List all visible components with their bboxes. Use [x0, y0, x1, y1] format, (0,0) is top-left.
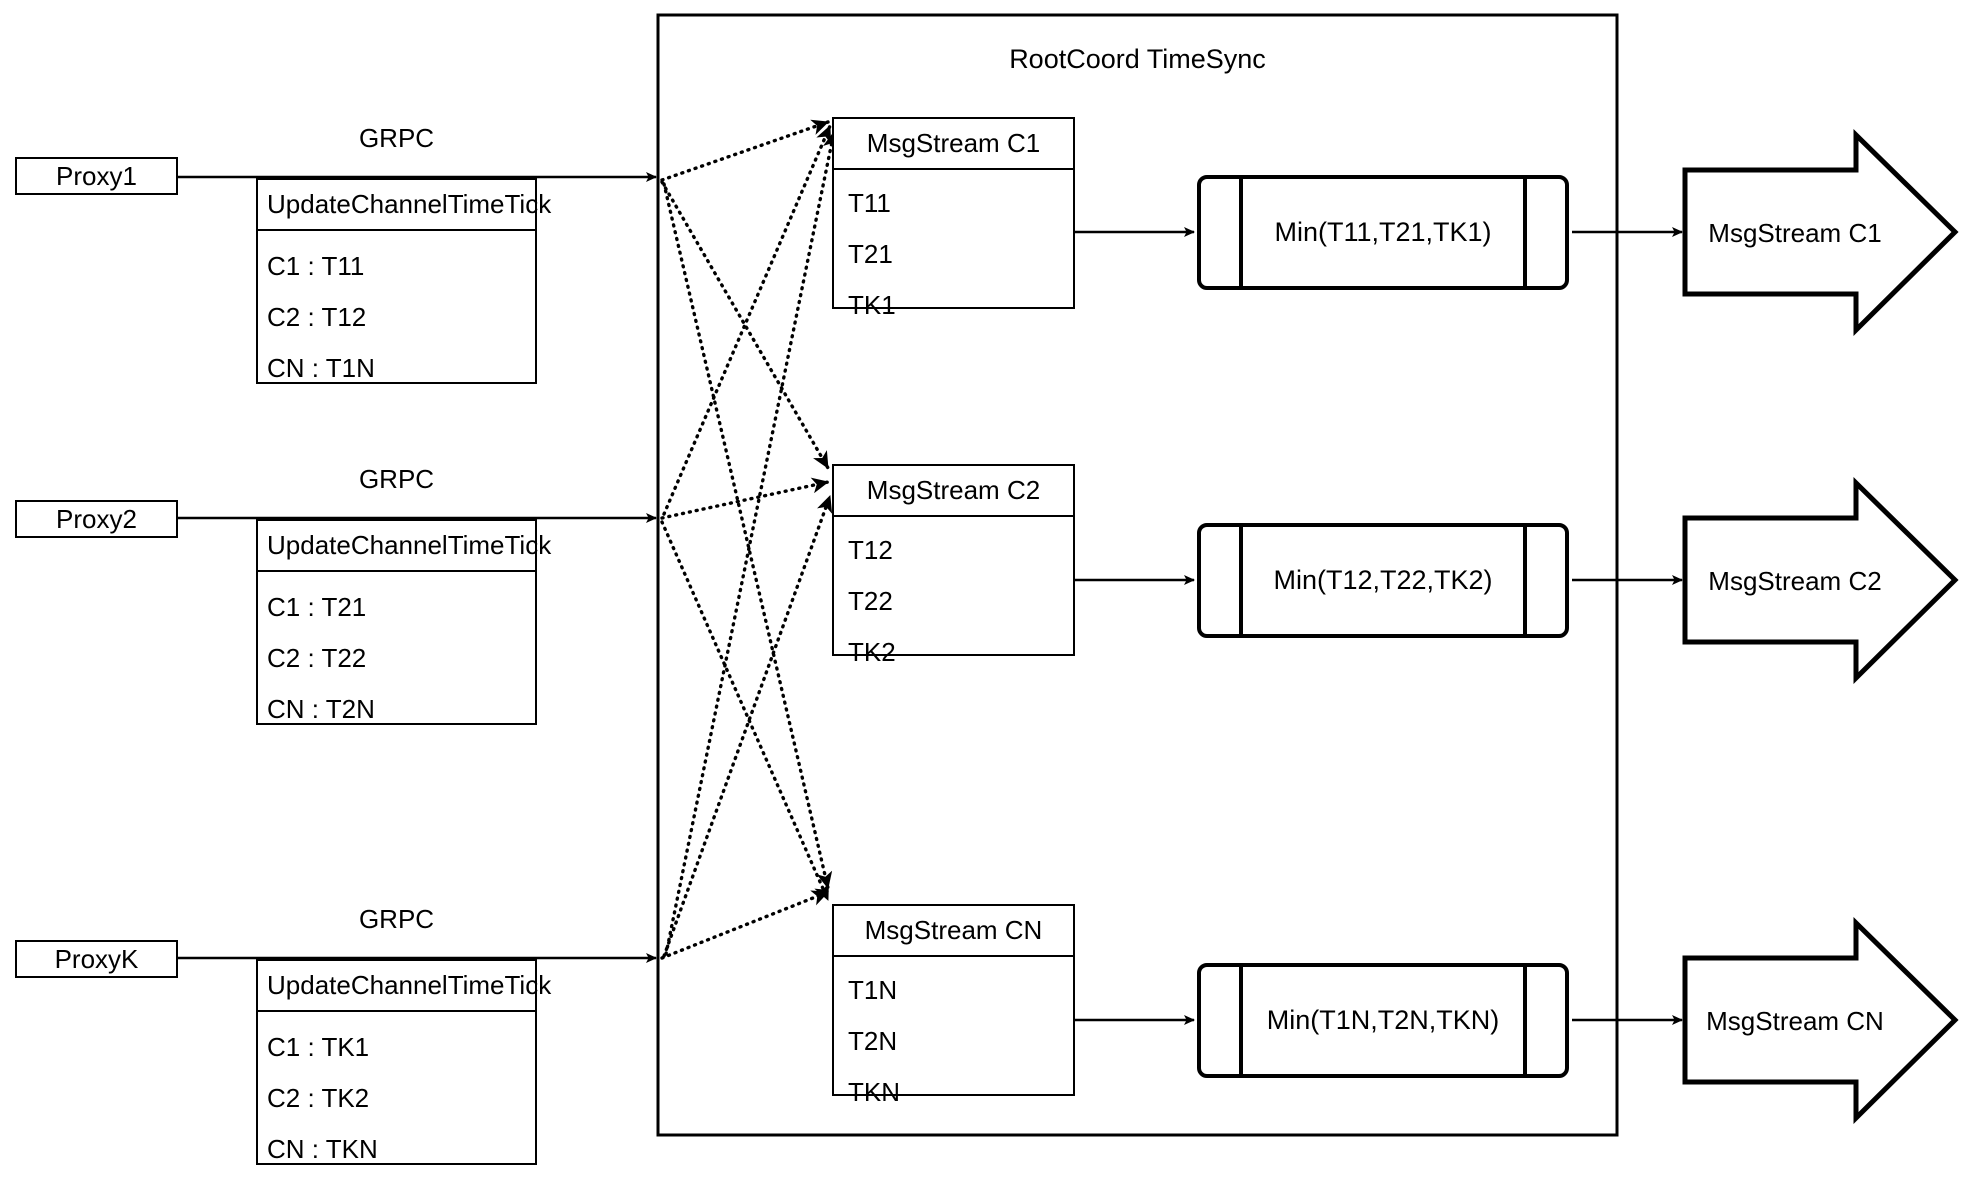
min-process-c2: Min(T12,T22,TK2)	[1197, 523, 1569, 638]
msgstream-title-cn: MsgStream CN	[834, 906, 1073, 957]
msgstream-title-c1: MsgStream C1	[834, 119, 1073, 170]
dotted-pk-c2	[662, 494, 833, 958]
uctt-entry: C1 : TK1	[267, 1032, 370, 1062]
proxy-box-k[interactable]: ProxyK	[15, 940, 178, 978]
grpc-label-2: GRPC	[358, 464, 435, 494]
msgstream-tick: T11	[848, 188, 891, 218]
output-arrow-label-c2: MsgStream C2	[1708, 566, 1882, 596]
msgstream-tick: T1N	[848, 975, 898, 1005]
msgstream-box-c2: MsgStream C2 T12 T22 TK2	[832, 464, 1075, 667]
min-process-label: Min(T12,T22,TK2)	[1273, 565, 1493, 595]
grpc-label-3: GRPC	[358, 904, 435, 934]
output-arrow-label-c1: MsgStream C1	[1708, 218, 1882, 248]
proxy-box-2[interactable]: Proxy2	[15, 500, 178, 538]
msgstream-title-c2: MsgStream C2	[834, 466, 1073, 517]
uctt-entry: CN : TKN	[267, 1134, 378, 1164]
uctt-entries-3: C1 : TK1 C2 : TK2 CN : TKN	[258, 1012, 535, 1177]
uctt-entry: C1 : T11	[267, 251, 365, 281]
dotted-p2-c2	[660, 477, 830, 520]
dotted-pk-cn	[660, 890, 830, 960]
uctt-title-1: UpdateChannelTimeTick	[258, 180, 551, 231]
uctt-entry: C2 : T12	[267, 302, 367, 332]
update-channel-timetick-box-2: UpdateChannelTimeTick C1 : T21 C2 : T22 …	[256, 519, 551, 725]
rootcoord-container-title: RootCoord TimeSync	[1009, 44, 1266, 74]
dotted-p1-c1	[660, 119, 830, 182]
update-channel-timetick-box-3: UpdateChannelTimeTick C1 : TK1 C2 : TK2 …	[256, 959, 551, 1165]
uctt-title-3: UpdateChannelTimeTick	[258, 961, 551, 1012]
uctt-entry: C2 : TK2	[267, 1083, 370, 1113]
uctt-entry: CN : T2N	[267, 694, 375, 724]
msgstream-ticks-cn: T1N T2N TKN	[834, 957, 1073, 1120]
msgstream-tick: T12	[848, 535, 893, 565]
uctt-entry: CN : T1N	[267, 353, 375, 383]
msgstream-tick: TKN	[848, 1077, 900, 1107]
msgstream-tick: TK1	[848, 290, 896, 320]
min-process-cn: Min(T1N,T2N,TKN)	[1197, 963, 1569, 1078]
dotted-pk-c1	[664, 130, 839, 956]
msgstream-box-c1: MsgStream C1 T11 T21 TK1	[832, 117, 1075, 320]
msgstream-tick: T2N	[848, 1026, 898, 1056]
min-process-label: Min(T11,T21,TK1)	[1274, 217, 1492, 247]
uctt-entry: C2 : T22	[267, 643, 367, 673]
output-arrow-label-cn: MsgStream CN	[1706, 1006, 1884, 1036]
update-channel-timetick-box-1: UpdateChannelTimeTick C1 : T11 C2 : T12 …	[256, 178, 551, 384]
msgstream-tick: TK2	[848, 637, 896, 667]
msgstream-ticks-c1: T11 T21 TK1	[834, 170, 1073, 333]
dotted-p1-c2	[660, 180, 830, 470]
uctt-entries-2: C1 : T21 C2 : T22 CN : T2N	[258, 572, 535, 737]
dotted-p2-c1	[662, 124, 832, 516]
uctt-title-2: UpdateChannelTimeTick	[258, 521, 551, 572]
min-process-label: Min(T1N,T2N,TKN)	[1266, 1005, 1500, 1035]
uctt-entries-1: C1 : T11 C2 : T12 CN : T1N	[258, 231, 535, 396]
msgstream-box-cn: MsgStream CN T1N T2N TKN	[832, 904, 1075, 1107]
proxy-box-1[interactable]: Proxy1	[15, 157, 178, 195]
msgstream-tick: T21	[848, 239, 893, 269]
min-process-c1: Min(T11,T21,TK1)	[1197, 175, 1569, 290]
grpc-label-1: GRPC	[358, 123, 435, 153]
uctt-entry: C1 : T21	[267, 592, 367, 622]
msgstream-tick: T22	[848, 586, 893, 616]
msgstream-ticks-c2: T12 T22 TK2	[834, 517, 1073, 680]
dotted-p2-cn	[660, 520, 830, 902]
dotted-p1-cn	[662, 182, 833, 890]
